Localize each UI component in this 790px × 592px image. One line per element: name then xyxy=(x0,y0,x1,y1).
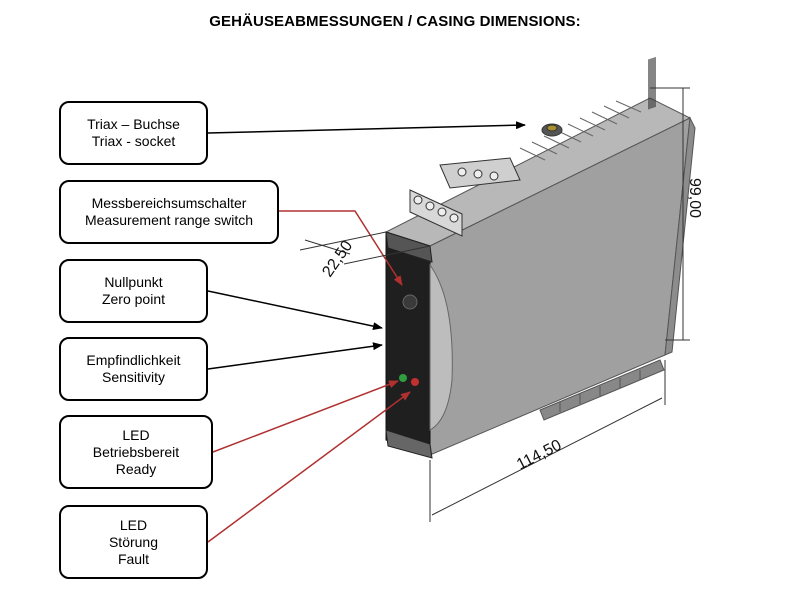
callout-line: Betriebsbereit xyxy=(92,443,180,460)
terminal-block-middle xyxy=(439,157,521,189)
callout-led-ready: LED Betriebsbereit Ready xyxy=(59,415,213,489)
callout-line: Empfindlichkeit xyxy=(86,352,181,368)
arrow-range-switch xyxy=(279,210,403,286)
callout-line: Sensitivity xyxy=(101,369,166,385)
housing-back-profile xyxy=(664,116,696,356)
arrow-triax xyxy=(207,121,526,134)
dimension-width xyxy=(299,231,431,265)
arrow-led-fault xyxy=(207,391,411,543)
callout-arrows xyxy=(207,121,526,543)
front-window xyxy=(429,263,453,431)
callout-line: Zero point xyxy=(101,291,166,307)
dimension-height-label: 99,00 xyxy=(686,178,703,218)
din-rail-clip xyxy=(539,359,665,421)
callout-line: Fault xyxy=(117,550,150,567)
zero-point-potentiometer xyxy=(402,294,418,310)
callout-zero-point: Nullpunkt Zero point xyxy=(59,259,208,323)
triax-socket-icon xyxy=(541,123,563,137)
dimension-height xyxy=(650,87,690,341)
dimension-depth-label: 114,50 xyxy=(514,437,564,474)
arrow-sensitivity xyxy=(207,342,383,370)
device-housing xyxy=(384,56,696,459)
callout-line: Triax – Buchse xyxy=(87,116,180,132)
front-clip-bottom xyxy=(385,429,433,459)
arrow-zero-point xyxy=(207,290,383,331)
dimension-width-label: 22,50 xyxy=(319,238,356,281)
callout-sensitivity: Empfindlichkeit Sensitivity xyxy=(59,337,208,401)
label-area xyxy=(648,56,656,110)
front-panel xyxy=(385,231,431,456)
callout-line: Nullpunkt xyxy=(104,274,163,290)
callout-measurement-range-switch: Messbereichsumschalter Measurement range… xyxy=(59,180,279,244)
led-ready-icon xyxy=(399,374,407,382)
terminal-block-front xyxy=(409,189,463,237)
callout-line: Ready xyxy=(115,460,157,477)
callout-line: LED xyxy=(122,426,150,443)
page-title: GEHÄUSEABMESSUNGEN / CASING DIMENSIONS: xyxy=(209,13,581,30)
callout-line: Triax - socket xyxy=(91,133,176,149)
arrow-led-ready xyxy=(212,380,399,453)
callout-triax-socket: Triax – Buchse Triax - socket xyxy=(59,101,208,165)
front-clip-top xyxy=(385,231,433,263)
dimension-depth xyxy=(429,360,666,522)
callout-line: Messbereichsumschalter xyxy=(91,195,247,211)
callout-line: LED xyxy=(119,516,148,533)
led-fault-icon xyxy=(411,378,419,386)
callout-line: Störung xyxy=(108,533,159,550)
callout-line: Measurement range switch xyxy=(84,212,254,228)
callout-led-fault: LED Störung Fault xyxy=(59,505,208,579)
